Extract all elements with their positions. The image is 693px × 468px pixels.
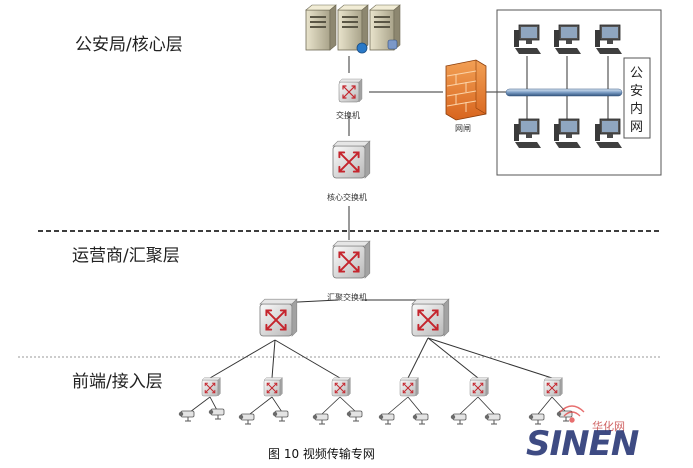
camera-links — [189, 396, 567, 415]
layer-label-access: 前端/接入层 — [72, 372, 163, 392]
watermark-text: 华化网 — [592, 419, 625, 433]
watermark-logo-icon — [559, 405, 585, 423]
switch-icon — [338, 78, 363, 103]
core-switch-icon — [332, 140, 371, 179]
intranet-box — [496, 9, 662, 176]
intranet-label-char-2: 安 — [630, 84, 643, 99]
layer-label-aggregation: 运营商/汇聚层 — [72, 246, 180, 266]
core-switch-label: 核心交换机 — [327, 192, 367, 202]
gateway-label: 网闸 — [455, 124, 471, 133]
figure-caption: 图 10 视频传输专网 — [268, 446, 375, 461]
intranet-label-char-4: 网 — [630, 120, 643, 135]
intranet-label-box — [623, 57, 651, 139]
firewall-icon — [445, 59, 487, 121]
branch-switch-right-icon — [411, 298, 450, 337]
aggregation-switch-icon — [332, 240, 371, 279]
intranet-label-char-1: 公 — [630, 66, 643, 81]
server-cluster — [305, 4, 401, 54]
intranet-links — [526, 56, 609, 123]
watermark-logo: SINEN — [526, 424, 639, 464]
switch-label: 交换机 — [336, 110, 360, 120]
intranet-computers — [513, 24, 623, 149]
layer-label-core: 公安局/核心层 — [75, 35, 183, 55]
intranet-label-char-3: 内 — [630, 101, 643, 117]
access-switches — [201, 377, 563, 397]
branch-switch-left-icon — [259, 298, 298, 337]
connection-lines — [209, 56, 553, 379]
watermark: 华化网 SINEN — [526, 405, 640, 464]
aggregation-switch-label: 汇聚交换机 — [327, 292, 367, 302]
intranet-bus — [505, 88, 623, 97]
camera-icons — [178, 408, 573, 425]
